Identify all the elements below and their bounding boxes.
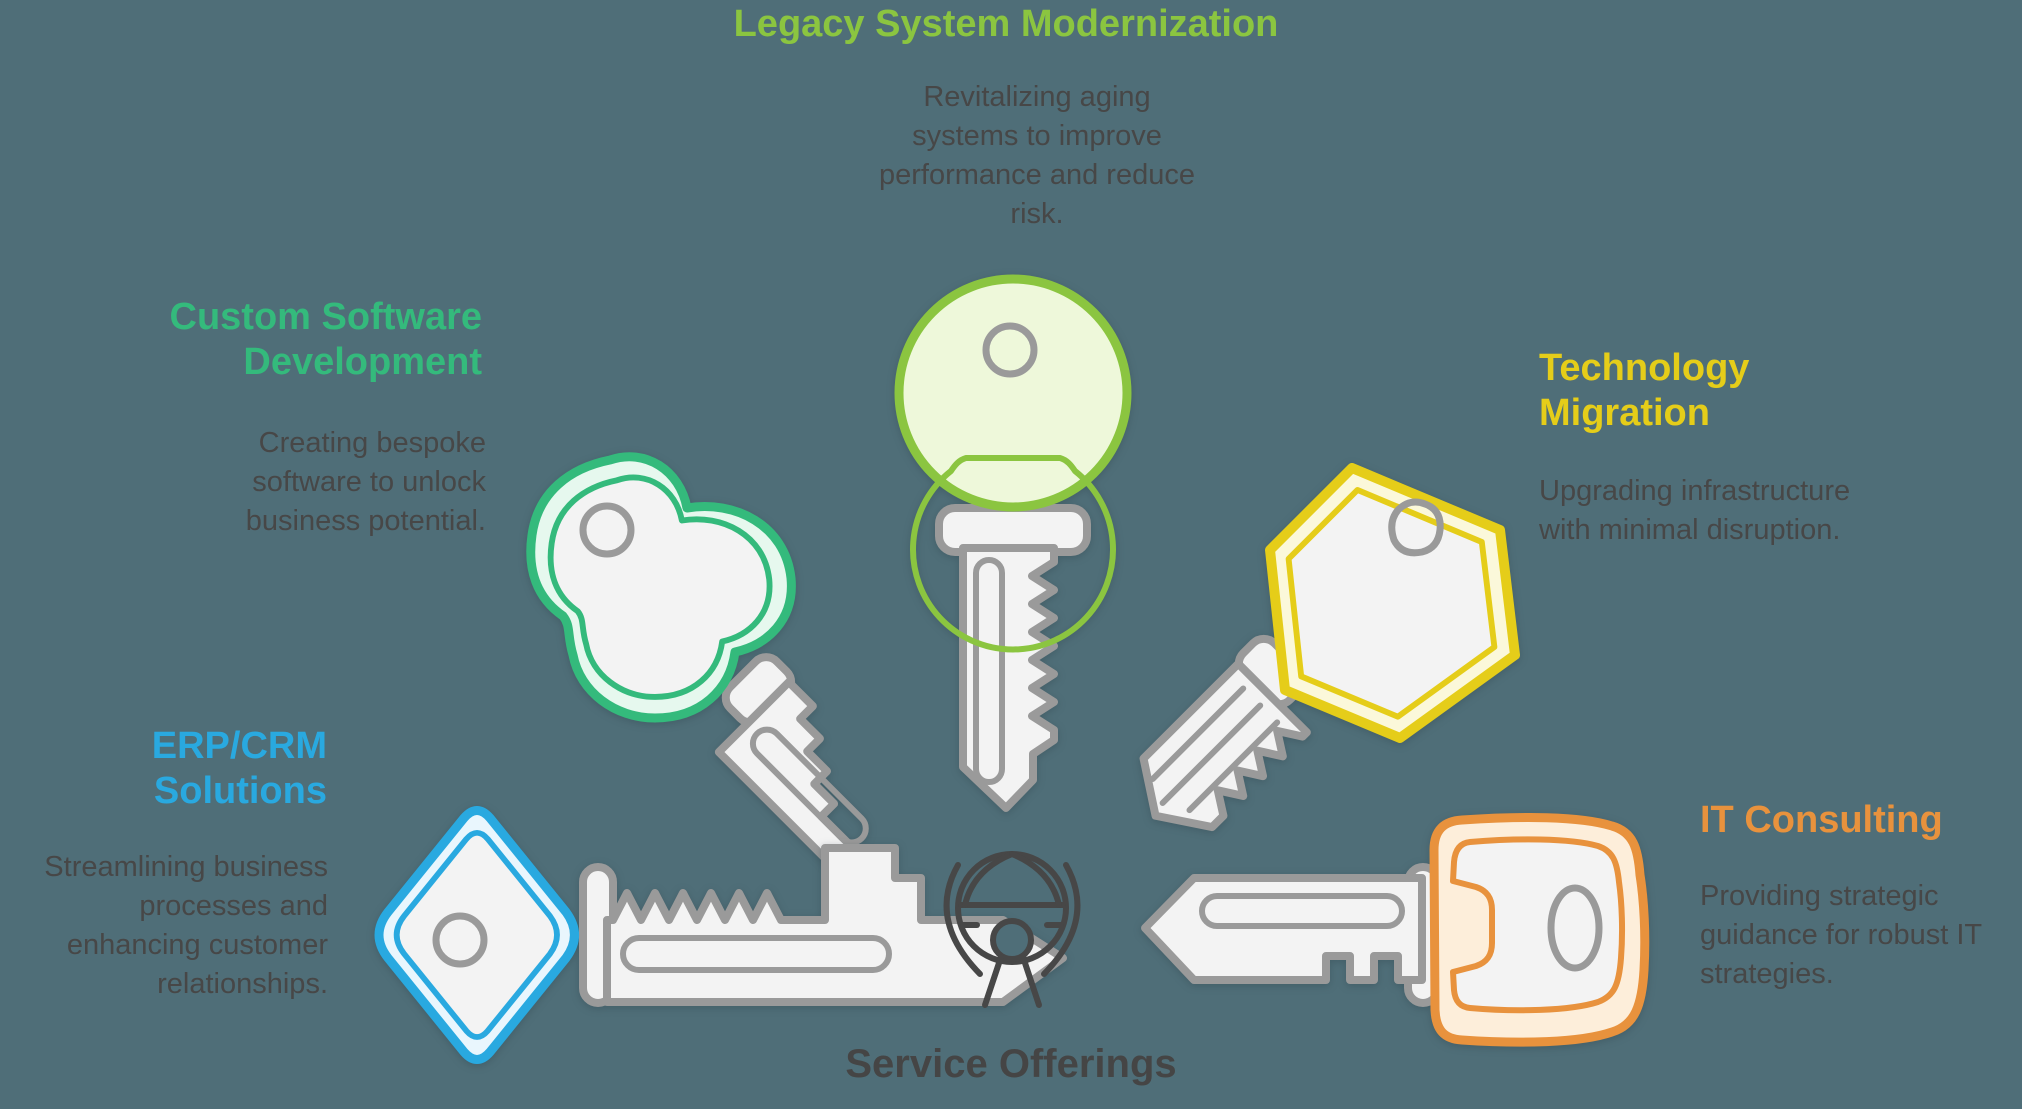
clover-head-key-icon (526, 452, 869, 879)
keyring-hole-icon (432, 912, 488, 968)
section-description-custom-software-development: Creating bespoke software to unlock busi… (245, 427, 486, 537)
square-head-key-icon (1141, 813, 1650, 1047)
section-title-erp-crm-solutions: ERP/CRM Solutions (151, 725, 327, 812)
keyring-hole-icon (1547, 884, 1603, 972)
round-head-key-icon (894, 274, 1132, 812)
antenna-head-icon (990, 918, 1034, 962)
globe-network-icon (943, 851, 1081, 1008)
keyring-hole-icon (982, 322, 1038, 378)
section-title-it-consulting: IT Consulting (1700, 799, 1943, 841)
keyring-hole-icon (1388, 498, 1444, 557)
section-description-technology-migration: Upgrading infrastructure with minimal di… (1539, 475, 1851, 546)
section-description-it-consulting: Providing strategic guidance for robust … (1700, 880, 1982, 990)
section-title-custom-software-development: Custom Software Development (169, 296, 482, 383)
section-description-erp-crm-solutions: Streamlining business processes and enha… (44, 851, 328, 1000)
section-title-technology-migration: Technology Migration (1539, 347, 1750, 434)
center-label-service-offerings: Service Offerings (845, 1042, 1177, 1086)
diamond-head-key-icon (374, 806, 1067, 1064)
keyring-hole-icon (579, 502, 635, 558)
hexagon-head-key-icon (1139, 463, 1520, 832)
section-title-legacy-system-modernization: Legacy System Modernization (733, 3, 1279, 45)
section-description-legacy-system-modernization: Revitalizing aging systems to improve pe… (879, 81, 1195, 230)
